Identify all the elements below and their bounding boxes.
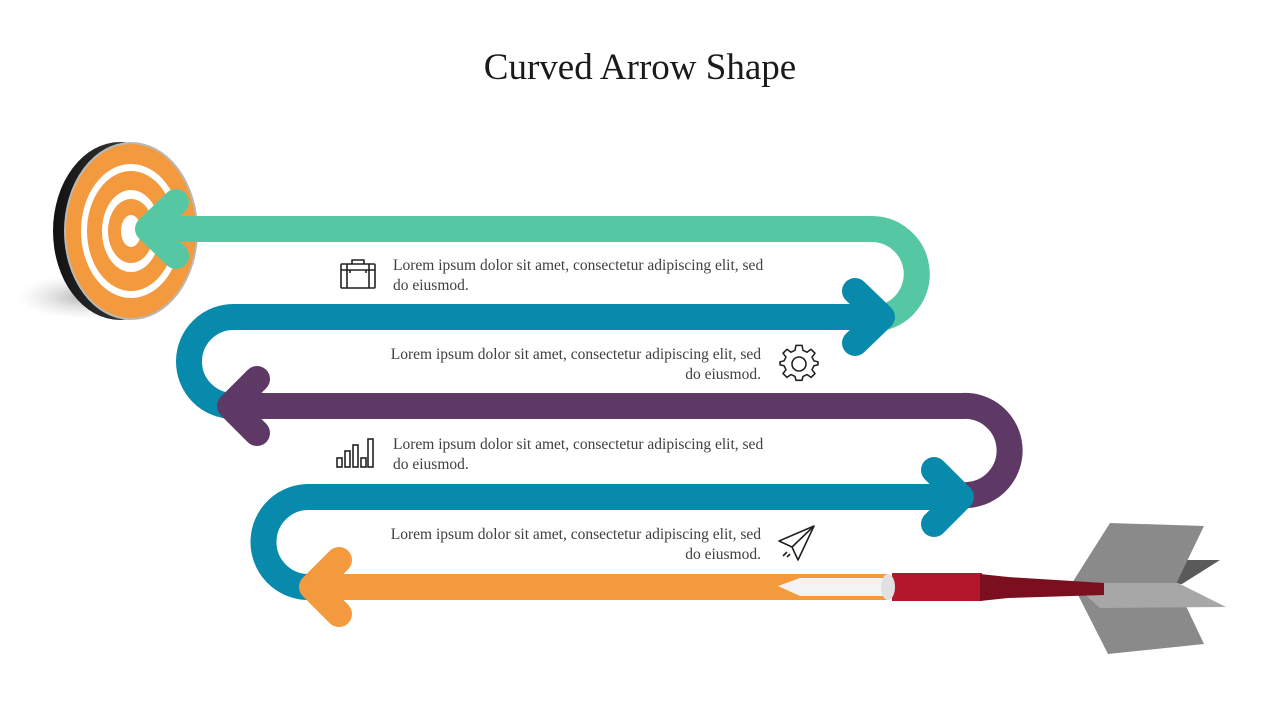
- dart: [778, 523, 1226, 654]
- gear-icon: [779, 344, 819, 382]
- dart-barrel: [892, 573, 982, 601]
- dart-tip-ring: [881, 574, 895, 600]
- paper-plane-icon: [778, 525, 815, 561]
- step-2-text: Lorem ipsum dolor sit amet, consectetur …: [390, 346, 761, 383]
- target-bullseye: [121, 215, 141, 247]
- dart-fin-side: [1072, 583, 1226, 608]
- page-title: Curved Arrow Shape: [483, 47, 797, 88]
- briefcase-icon: [340, 259, 376, 289]
- arrow-purple-path: [223, 392, 1023, 508]
- dart-shaft: [778, 578, 892, 596]
- arrow-teal-upper-head: [842, 278, 895, 356]
- arrow-teal-lower: [250, 457, 974, 600]
- arrow-orange-head: [299, 547, 352, 627]
- dart-barrel-taper: [980, 574, 1104, 601]
- arrow-teal-upper: [176, 278, 895, 419]
- arrow-teal-lower-path: [250, 484, 968, 600]
- arrow-teal-lower-head: [921, 457, 974, 537]
- step-1-text: Lorem ipsum dolor sit amet, consectetur …: [393, 257, 764, 294]
- arrow-green-path: [137, 216, 930, 330]
- arrow-green: [135, 189, 930, 330]
- arrow-purple: [217, 366, 1023, 508]
- bar-chart-icon: [336, 438, 374, 468]
- arrow-green-head: [135, 189, 189, 269]
- step-4-text: Lorem ipsum dolor sit amet, consectetur …: [390, 526, 761, 563]
- arrow-teal-upper-path: [176, 303, 891, 419]
- arrow-purple-head: [217, 366, 270, 446]
- step-3-text: Lorem ipsum dolor sit amet, consectetur …: [393, 436, 764, 473]
- dart-fin-top: [1072, 523, 1204, 584]
- target-board: [17, 142, 198, 320]
